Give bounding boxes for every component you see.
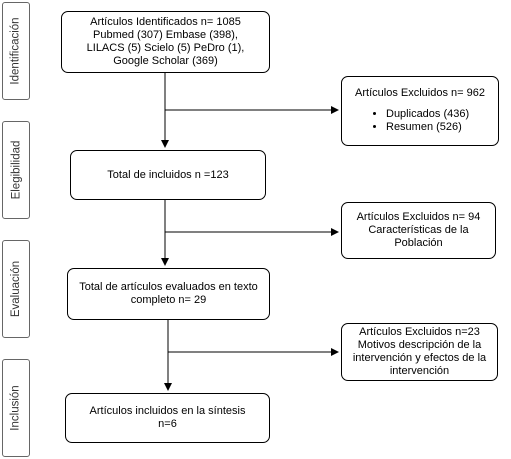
phase-inclusion: Inclusión (2, 359, 30, 457)
identified-line-4: Google Scholar (369) (113, 55, 218, 67)
identified-line-3: LILACS (5) Scielo (5) PeDro (1), (86, 42, 245, 54)
phase-inclusion-label: Inclusión (10, 385, 23, 431)
identified-line-1: Artículos Identificados n= 1085 (90, 16, 241, 28)
final-box: Artículos incluidos en la síntesis n=6 (65, 393, 270, 443)
phase-elegibilidad-label: Elegibilidad (10, 140, 23, 200)
excluded-2-line-2: Características de la (368, 224, 469, 236)
excluded-1-item-resumen: Resumen (526) (386, 121, 494, 134)
excluded-3-line-3: intervención y efectos de la (352, 352, 487, 364)
evaluated-line-2: completo n= 29 (130, 294, 207, 306)
excluded-3-line-2: Motivos descripción de la (357, 339, 482, 351)
excluded-2-box: Artículos Excluidos n= 94 Característica… (341, 202, 496, 259)
excluded-1-item-duplicados: Duplicados (436) (386, 108, 494, 121)
excluded-1-list: Duplicados (436) Resumen (526) (346, 108, 494, 134)
final-line-2: n=6 (158, 418, 177, 430)
identified-box: Artículos Identificados n= 1085 Pubmed (… (61, 11, 270, 73)
phase-evaluacion-label: Evaluación (10, 260, 23, 318)
phase-evaluacion: Evaluación (2, 240, 30, 338)
identified-line-2: Pubmed (307) Embase (398), (93, 29, 238, 41)
evaluated-box: Total de artículos evaluados en texto co… (67, 268, 270, 320)
phase-identificacion: Identificación (2, 2, 30, 100)
excluded-1-title: Artículos Excluidos n= 962 (355, 87, 485, 99)
phase-identificacion-label: Identificación (10, 17, 22, 85)
excluded-1-box: Artículos Excluidos n= 962 Duplicados (4… (341, 76, 499, 146)
excluded-3-line-1: Artículos Excluidos n=23 (359, 326, 480, 338)
final-line-1: Artículos incluidos en la síntesis (89, 405, 246, 417)
phase-elegibilidad: Elegibilidad (2, 121, 30, 219)
included-total-box: Total de incluidos n =123 (70, 150, 266, 200)
excluded-3-box: Artículos Excluidos n=23 Motivos descrip… (341, 323, 498, 381)
excluded-3-line-4: intervención (389, 365, 450, 377)
evaluated-line-1: Total de artículos evaluados en texto (79, 281, 258, 293)
included-total-line-1: Total de incluidos n =123 (107, 168, 229, 181)
excluded-2-line-1: Artículos Excluidos n= 94 (356, 211, 481, 223)
excluded-2-line-3: Población (394, 237, 443, 249)
